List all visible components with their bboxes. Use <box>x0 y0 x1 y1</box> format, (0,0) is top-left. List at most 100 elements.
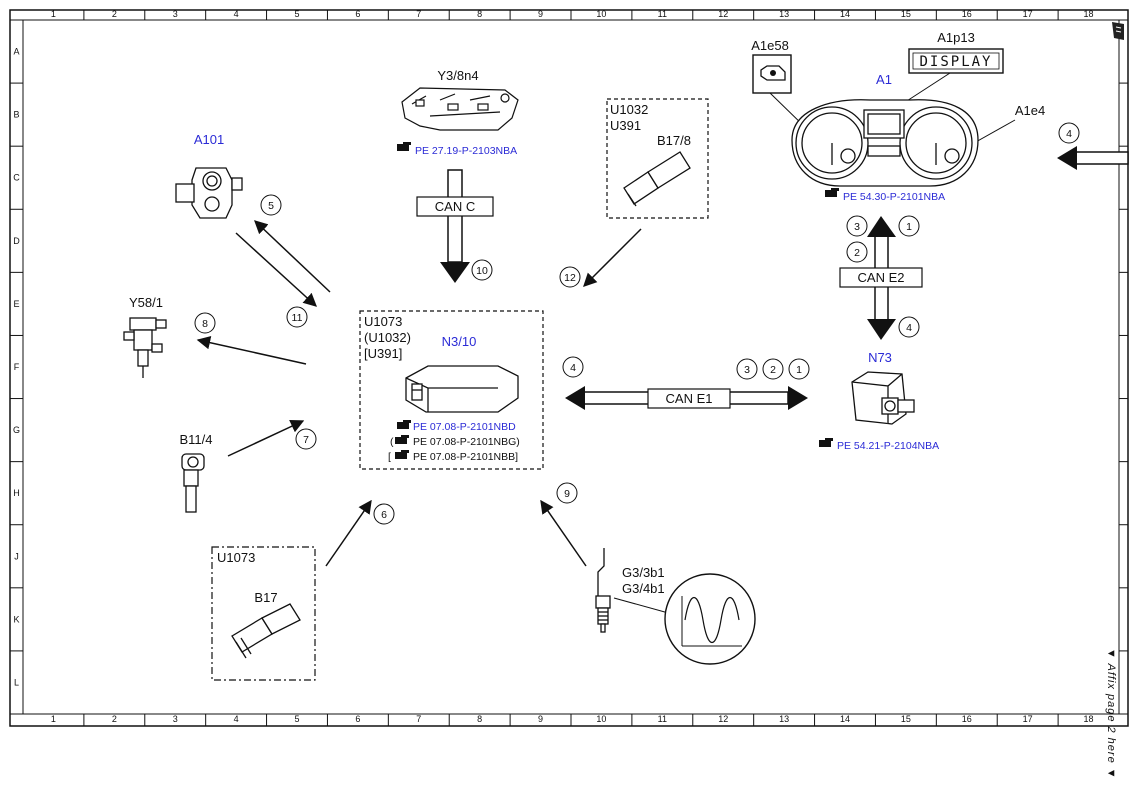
affix-note: ▼ Affix page 2 here ▼ <box>1105 648 1117 780</box>
y3-8n4-component: Y3/8n4 PE 27.19-P-2103NBA <box>397 68 519 157</box>
grid-column-label: 1 <box>51 714 56 724</box>
ecu-drawing <box>405 365 519 413</box>
grid-row-label: B <box>13 110 19 120</box>
svg-text:3: 3 <box>744 364 750 376</box>
step-circle-1-e1: 1 <box>788 358 810 380</box>
grid-column-label: 18 <box>1084 714 1094 724</box>
step-circle-4-e1: 4 <box>562 356 584 378</box>
n3-10-variant-box <box>359 310 544 470</box>
svg-text:8: 8 <box>202 318 208 330</box>
a101-drawing <box>175 167 243 219</box>
b11-4-label: B11/4 <box>179 432 212 447</box>
grid-column-label: 5 <box>294 714 299 724</box>
n3-10-ref1: PE 07.08-P-2101NBD <box>413 421 516 433</box>
step-circle-4-e2: 4 <box>898 316 920 338</box>
grid-row-label: K <box>13 614 19 624</box>
step-circle-6: 6 <box>373 503 395 525</box>
grid-column-label: 12 <box>718 9 728 19</box>
n3-10-ref3-open: [ <box>388 451 391 463</box>
grid-column-label: 10 <box>596 714 606 724</box>
b17-variant: U1073 <box>217 550 255 565</box>
grid-column-label: 12 <box>718 714 728 724</box>
display-panel: DISPLAY <box>908 48 1004 74</box>
b11-4-drawing <box>181 453 205 513</box>
step-circle-2-e1: 2 <box>762 358 784 380</box>
grid-ticks <box>10 10 1128 726</box>
svg-text:10: 10 <box>476 265 488 277</box>
grid-column-label: 4 <box>234 714 239 724</box>
grid-row-label: A <box>13 47 19 57</box>
grid-column-label: 13 <box>779 9 789 19</box>
grid-column-label: 1 <box>51 9 56 19</box>
grid-column-label: 6 <box>355 714 360 724</box>
svg-text:4: 4 <box>570 362 576 374</box>
n73-ref: PE 54.21-P-2104NBA <box>837 440 939 452</box>
grid-row-label: H <box>13 488 20 498</box>
grid-column-label: 9 <box>538 714 543 724</box>
n3-10-ref2-open: ( <box>390 436 394 448</box>
n73-label: N73 <box>868 350 892 365</box>
o2-signal-waveform-icon <box>664 573 756 665</box>
grid-column-label: 2 <box>112 714 117 724</box>
svg-text:12: 12 <box>564 272 576 284</box>
grid-column-label: 18 <box>1084 9 1094 19</box>
g3-component: G3/3b1 G3/4b1 <box>595 548 756 665</box>
b17-sensor-drawing <box>231 603 301 659</box>
valve-body-drawing <box>401 87 519 131</box>
grid-column-label: 10 <box>596 9 606 19</box>
o2-sensor-drawing <box>595 548 611 633</box>
step-circle-1-e2: 1 <box>898 215 920 237</box>
y58-1-component: Y58/1 <box>123 295 167 378</box>
signal-arrows <box>196 220 642 567</box>
svg-text:6: 6 <box>381 509 387 521</box>
can-e1-label: CAN E1 <box>666 391 713 406</box>
grid-column-label: 11 <box>658 714 667 724</box>
n3-10-variant3: [U391] <box>364 346 402 361</box>
grid-column-label: 8 <box>477 9 482 19</box>
b17-8-group: U1032 U391 B17/8 <box>606 98 709 219</box>
grid-row-label: L <box>14 677 19 687</box>
can-c-bus: CAN C <box>416 169 494 283</box>
reference-hand-icon <box>819 438 833 447</box>
b17-8-sensor-drawing <box>623 151 691 207</box>
grid-column-label: 15 <box>901 714 911 724</box>
b17-variant-box <box>211 546 316 681</box>
grid-row-label: E <box>13 299 19 309</box>
grid-column-label: 13 <box>779 714 789 724</box>
b17-8-label: B17/8 <box>657 133 691 148</box>
grid-column-label: 3 <box>173 714 178 724</box>
grid-column-label: 16 <box>962 714 972 724</box>
a1e4-label: A1e4 <box>1015 103 1045 118</box>
grid-column-label: 7 <box>416 9 421 19</box>
reference-hand-icon <box>397 142 411 151</box>
step-circle-8: 8 <box>194 312 216 334</box>
grid-column-label: 8 <box>477 714 482 724</box>
grid-row-label: C <box>13 173 20 183</box>
arrow-b17-to-n3-10 <box>325 499 372 567</box>
a1e58-label: A1e58 <box>751 38 789 53</box>
grid-column-label: 6 <box>355 9 360 19</box>
grid-column-label: 14 <box>840 9 850 19</box>
step-circles: 5 11 8 7 6 9 10 12 4 3 2 1 3 2 1 4 4 <box>194 122 1080 525</box>
svg-text:1: 1 <box>796 364 802 376</box>
n3-10-variant1: U1073 <box>364 314 402 329</box>
reference-hand-icon <box>395 435 409 444</box>
arrow-g3-to-n3-10 <box>540 499 587 567</box>
a1p13-label: A1p13 <box>937 30 975 45</box>
svg-text:9: 9 <box>564 488 570 500</box>
step-circle-9: 9 <box>556 482 578 504</box>
can-e2-bus: CAN E2 <box>839 216 923 340</box>
cluster-drawing <box>791 99 979 187</box>
n3-10-variant2: (U1032) <box>364 330 411 345</box>
grid-column-label: 9 <box>538 9 543 19</box>
a1-label: A1 <box>876 72 892 87</box>
g3-label1: G3/3b1 <box>622 565 665 580</box>
step-circle-12: 12 <box>559 266 581 288</box>
b17-8-variant-box <box>606 98 709 219</box>
grid-column-label: 2 <box>112 9 117 19</box>
step-circle-4-edge: 4 <box>1058 122 1080 144</box>
display-text: DISPLAY <box>919 54 992 70</box>
svg-text:4: 4 <box>906 322 912 334</box>
n3-10-ref3: PE 07.08-P-2101NBB] <box>413 451 518 463</box>
